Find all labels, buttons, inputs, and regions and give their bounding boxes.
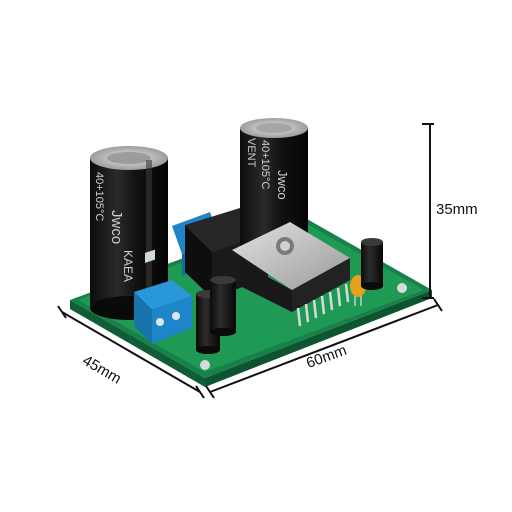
capacitor-rating-text-right: 40+105°C [259, 140, 271, 189]
terminal-block-front [134, 249, 192, 344]
small-capacitor-front-right [210, 276, 236, 336]
capacitor-brand-text: Jwco [108, 210, 125, 244]
capacitor-rating-text: 40+105°C [93, 172, 105, 221]
height-dimension-label: 35mm [436, 201, 478, 218]
ic-pins [296, 283, 350, 327]
mount-hole [200, 360, 210, 370]
capacitor-series-text: VENT [245, 138, 257, 168]
dimension-length-line [205, 298, 443, 399]
mount-hole [397, 283, 407, 293]
small-capacitor-right [361, 238, 383, 290]
dimension-width-line [57, 305, 205, 399]
amplifier-ic [232, 222, 350, 327]
capacitor-extra-text: KAEA [121, 250, 135, 282]
capacitor-brand-text-right: Jwco [275, 170, 290, 200]
dimension-height-line [422, 123, 434, 299]
